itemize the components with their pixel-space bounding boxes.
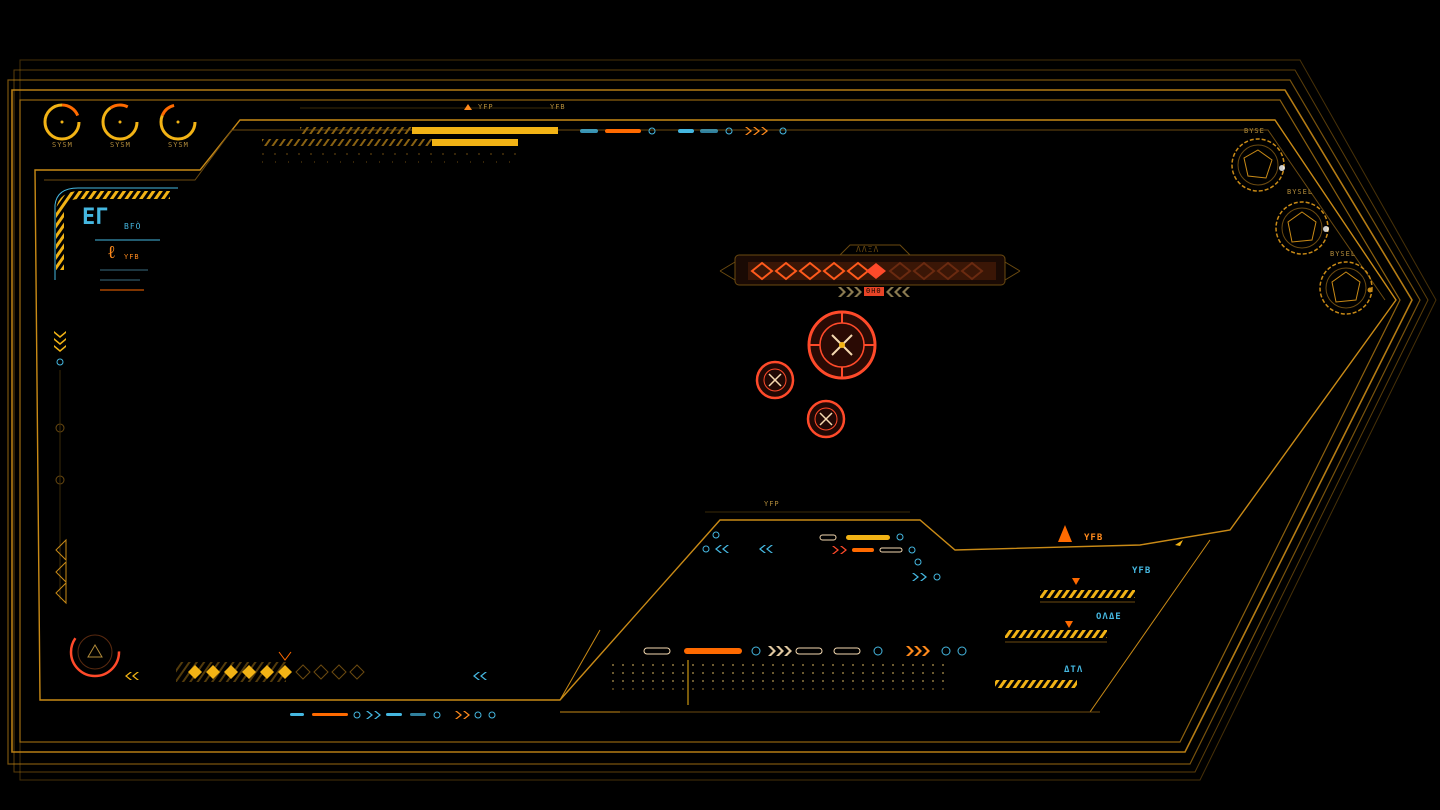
target-reticle-icon (755, 360, 795, 400)
top-status-pills (580, 127, 787, 135)
chevron-arrows-icon (838, 287, 910, 297)
radar-polygon-icon (1275, 201, 1329, 255)
target-reticle-icon (806, 399, 846, 439)
banner-code: ΘΗΘ (866, 287, 882, 295)
readout-label: YFB (1132, 566, 1152, 576)
gauge-label: SYSM (168, 141, 189, 149)
gauge-group (43, 103, 197, 141)
readout-label: ΟΛΔΕ (1096, 612, 1122, 622)
gauge-label: SYSM (110, 141, 131, 149)
gauge-label: SYSM (52, 141, 73, 149)
bottom-status-pills (290, 711, 496, 719)
top-marker-label: YFB (550, 103, 566, 111)
lower-top-label: YFP (764, 500, 780, 508)
radar-label: BYSE (1244, 127, 1265, 135)
lower-right-readouts (995, 525, 1183, 688)
radar-label: BYSEL (1330, 250, 1357, 258)
lower-cluster-pills (702, 511, 941, 581)
left-glyph-main-sub: BFÒ (124, 222, 142, 231)
banner-title: ΛΛΞΛ (856, 245, 880, 254)
radial-gauge-icon (101, 103, 139, 141)
chevron-arrows-icon (125, 672, 139, 680)
target-reticle-icon (807, 310, 877, 380)
lower-tab-frame (559, 539, 1211, 713)
radar-label: BYSEL (1287, 188, 1314, 196)
top-bars (262, 104, 560, 163)
triangle-marker-icon (464, 104, 472, 110)
chevron-arrows-icon (745, 127, 768, 135)
chevron-arrows-icon (473, 672, 487, 680)
inner-main-frame (34, 119, 1397, 701)
radar-polygon-icon (1231, 138, 1285, 192)
top-marker-label: YFP (478, 103, 494, 111)
left-glyph-second-sub: YFB (124, 253, 140, 261)
outer-frame-lines (7, 59, 1437, 781)
triangle-marker-icon (1058, 525, 1072, 542)
radial-gauge-icon (159, 103, 197, 141)
left-glyph-second: ℓ (108, 242, 116, 263)
lower-main-tag: YFB (1084, 533, 1104, 543)
diamond-row-icon (176, 651, 487, 682)
left-panel (54, 187, 178, 605)
inner-secondary-frame (44, 129, 1386, 301)
lower-tray (612, 646, 967, 705)
bottom-left-reticle-icon (69, 626, 139, 680)
center-banner (719, 244, 1021, 297)
readout-label: ΔΤΛ (1064, 665, 1084, 675)
radial-gauge-icon (43, 103, 81, 141)
radar-polygon-icon (1319, 261, 1373, 315)
left-glyph-main: EΓ (82, 205, 109, 230)
